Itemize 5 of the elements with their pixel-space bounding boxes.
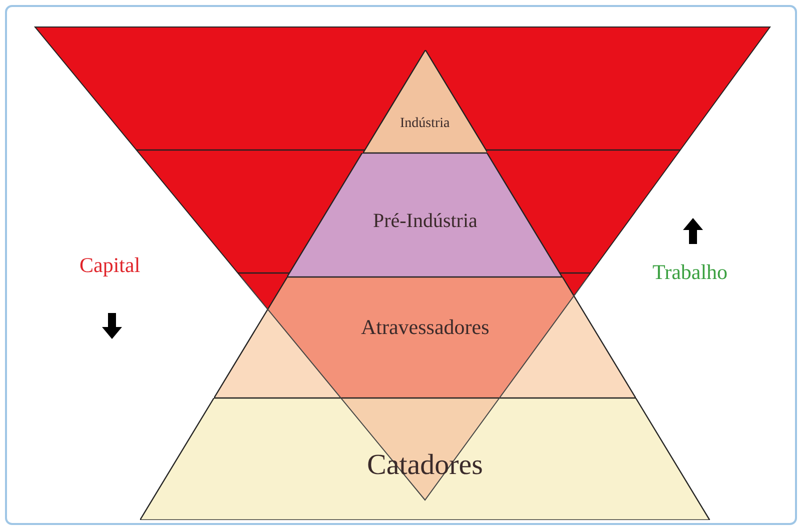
tier-label: Atravessadores (360, 315, 490, 340)
side-label: Capital (80, 252, 140, 278)
tier-label: Pré-Indústria (372, 210, 478, 233)
side-label: Trabalho (652, 260, 728, 284)
tier-label: Indústria (400, 116, 450, 132)
